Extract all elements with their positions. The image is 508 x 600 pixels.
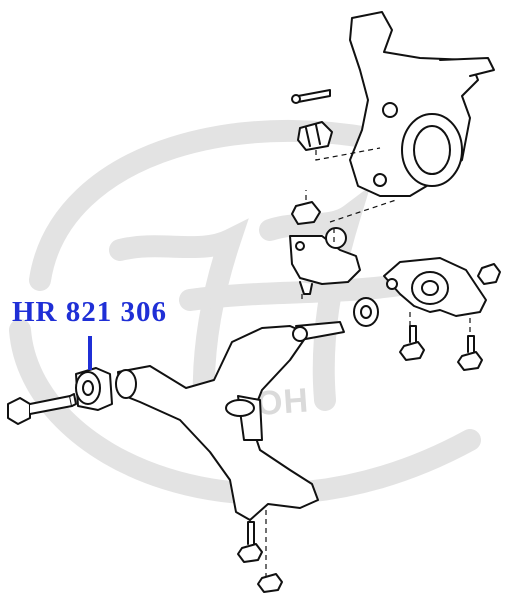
castle-nut [297, 121, 333, 151]
cotter-pin [291, 89, 331, 104]
ball-joint [289, 227, 361, 295]
assembly-guides [249, 147, 471, 576]
steering-knuckle [349, 11, 495, 197]
lower-bolt [237, 521, 263, 563]
front-bushing [75, 367, 113, 411]
lower-nut [257, 573, 283, 593]
lower-control-arm [115, 321, 345, 521]
part-number-label: HR 821 306 [12, 296, 167, 328]
ball-joint-nut [291, 201, 321, 225]
bracket-nut [477, 263, 501, 285]
front-bolt [7, 393, 77, 425]
bracket-bolt-right [457, 335, 483, 371]
washer [353, 297, 379, 327]
rear-bushing-bracket [383, 257, 487, 317]
bracket-bolt-left [399, 325, 425, 361]
watermark-logo-icon [9, 119, 481, 505]
